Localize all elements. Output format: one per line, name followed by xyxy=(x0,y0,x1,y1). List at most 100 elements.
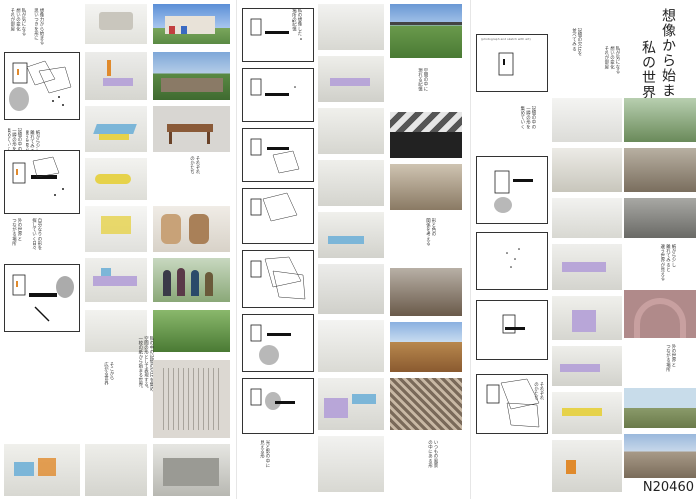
sketch-drawing xyxy=(9,60,72,111)
caption-c: 紙から少し 離れてみると 違う世界が見える xyxy=(26,130,40,158)
photo-rocks xyxy=(624,148,696,192)
photo-model-bottom-2 xyxy=(85,444,147,496)
sketch-drawing xyxy=(250,138,300,174)
sketch-drawing xyxy=(498,52,514,76)
sketch-drawing xyxy=(250,324,291,365)
caption-h-right: 外の世界と つながる場所 xyxy=(665,344,676,372)
caption-o: 記憶の欠片を 並べてみる xyxy=(571,28,582,56)
photo-town-ruins xyxy=(624,434,696,478)
photo-model-colors-3 xyxy=(552,440,622,492)
sketch-frame-13 xyxy=(476,232,548,290)
sketch-frame-14 xyxy=(476,300,548,360)
sketch-frame-1 xyxy=(4,52,80,120)
photo-model-lavender xyxy=(85,52,147,100)
sketch-frame-11: (photograph and sketch with art) xyxy=(476,34,548,92)
sketch-frame-9 xyxy=(242,314,314,372)
photo-interior xyxy=(390,164,462,210)
photo-model-lavender-3 xyxy=(552,296,622,340)
sketch-drawing xyxy=(250,388,295,410)
caption-a: 想像力から始まる 思いつきを形に xyxy=(33,8,44,45)
caption-e-right: それぞれ のかたち xyxy=(533,382,544,401)
caption-k: 私の想像した 場所の記憶 xyxy=(291,8,302,36)
page-title-1: 想像から始まる xyxy=(660,8,676,113)
photo-model-f xyxy=(318,264,384,314)
caption-n: いつもの風景 の中にある形 xyxy=(427,440,438,468)
caption-c-right: 紙から少し 離れてみると 違う世界が見える xyxy=(659,244,676,281)
photo-model-blue-table xyxy=(85,106,147,152)
sketch-drawing xyxy=(250,192,298,222)
photo-model-white xyxy=(85,206,147,252)
sketch-drawing xyxy=(12,274,74,322)
photo-model-d xyxy=(318,160,384,206)
photo-model-yellow xyxy=(85,158,147,200)
photo-model-h xyxy=(318,378,384,430)
photo-model-lavender-4 xyxy=(552,346,622,386)
photo-chairs-field xyxy=(624,388,696,428)
sketch-drawing xyxy=(486,378,540,428)
caption-j: 光と影の中に 見える形 xyxy=(259,440,270,468)
sketch-frame-15 xyxy=(476,374,548,434)
photo-model-bottom-1 xyxy=(4,444,80,496)
photo-model-a xyxy=(318,4,384,50)
photo-model-g xyxy=(318,320,384,372)
sketch-drawing xyxy=(506,248,520,268)
caption-f: 私の中の記憶の欠片を集め、 空間の形として表現する。 一枚の紙から始まる世界。 xyxy=(137,336,154,396)
photo-model-i xyxy=(318,436,384,492)
page-title-2: 私の世界 xyxy=(640,40,656,100)
sketch-drawing xyxy=(12,156,64,196)
caption-b-right: 私が気になる 想いの変化 それが部屋 xyxy=(603,46,620,74)
photo-model-white-curve xyxy=(552,98,622,142)
photo-text-wall xyxy=(153,360,230,438)
photo-model-colors xyxy=(85,258,147,302)
photo-desert xyxy=(390,322,462,372)
sketch-frame-2 xyxy=(4,150,80,214)
sheet-left: 想像力から始まる 思いつきを形に 私が気になる 想いの変化 それが部屋 紙から少… xyxy=(0,0,232,499)
photo-wood-table xyxy=(153,106,230,152)
sketch-drawing xyxy=(502,314,525,334)
sheet-right: (photograph and sketch with art) 記憶の欠片を … xyxy=(472,0,700,499)
sketch-frame-12 xyxy=(476,156,548,224)
caption-h: 外の世界と つながる場所 xyxy=(11,218,22,246)
caption-l: 空間の中に 現れる記憶 xyxy=(417,68,428,91)
sketch-drawing xyxy=(250,18,302,40)
photo-studio xyxy=(390,268,462,316)
photo-concrete-stairs xyxy=(624,198,696,238)
caption-e: それぞれ のかたち xyxy=(189,156,200,175)
photo-building-bottom xyxy=(153,444,230,496)
photo-model-chair xyxy=(85,4,147,44)
photo-green-room xyxy=(624,98,696,142)
photo-model-e xyxy=(318,212,384,258)
photo-model-lavender-2 xyxy=(552,244,622,290)
caption-b: 私が気になる 想いの変化 それが部屋 xyxy=(9,8,26,36)
photo-woven-texture xyxy=(390,378,462,430)
sketch-frame-8 xyxy=(242,250,314,308)
caption-d: 記憶の中の 一瞬の形を 集めていく xyxy=(8,128,22,151)
caption-d-right: 記憶の中の 一瞬の形を 集めていく xyxy=(519,106,536,129)
photo-railway xyxy=(390,4,462,58)
photo-sawtooth xyxy=(390,112,462,158)
sketch-frame-5 xyxy=(242,68,314,122)
photo-model-small xyxy=(85,310,147,352)
photo-palm-village xyxy=(153,52,230,100)
photo-hand-model xyxy=(552,148,622,192)
caption-m: 形と色の 関係を考える xyxy=(425,218,436,246)
frame-caption: (photograph and sketch with art) xyxy=(481,37,531,41)
photo-model-white-2 xyxy=(552,198,622,238)
sketch-frame-10 xyxy=(242,378,314,434)
sketch-drawing xyxy=(250,78,296,96)
photo-forest xyxy=(153,310,230,352)
photo-building-sky xyxy=(153,4,230,44)
photo-people-group xyxy=(153,258,230,302)
photo-chairs xyxy=(153,206,230,252)
sketch-frame-6 xyxy=(242,128,314,182)
sketch-frame-7 xyxy=(242,188,314,244)
sketch-frame-3 xyxy=(4,264,80,332)
photo-pink-arches xyxy=(624,290,696,338)
sheet-divider xyxy=(236,0,237,499)
sketch-drawing xyxy=(494,170,533,213)
sheet-divider xyxy=(470,0,471,499)
photo-model-colors-2 xyxy=(552,392,622,434)
caption-i: そこから 広がる世界 xyxy=(103,362,114,385)
photo-model-b xyxy=(318,56,384,102)
caption-g: 自分なりの形を 探していく日々 xyxy=(31,218,42,251)
